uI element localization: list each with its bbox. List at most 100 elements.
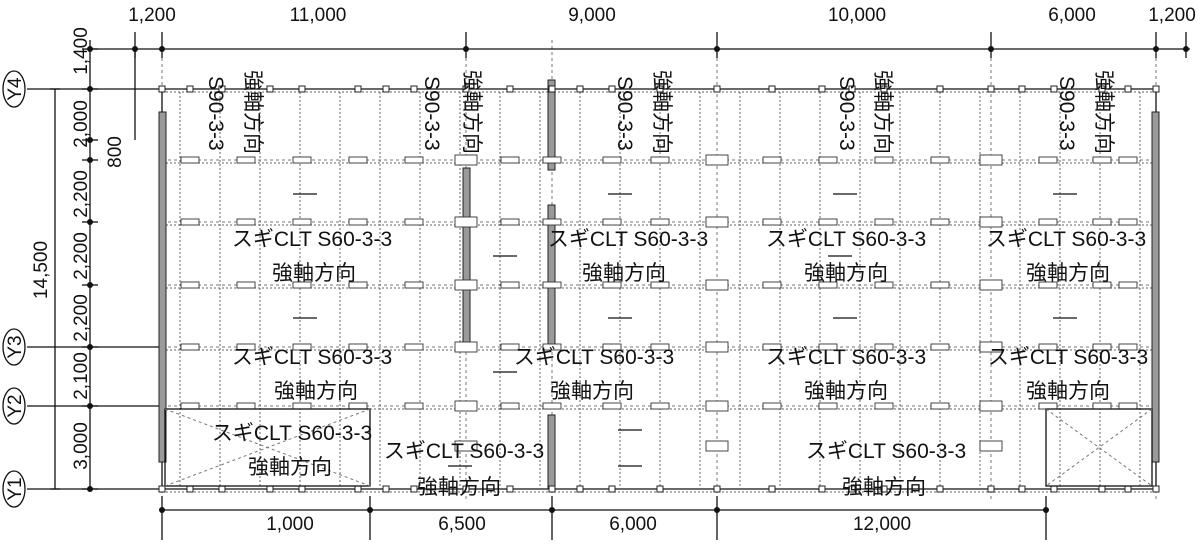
column-mark: [1152, 85, 1160, 93]
joint-plate: [930, 156, 950, 164]
upper-label-1-dir: 強軸方向: [241, 70, 264, 154]
joint-plate: [874, 281, 894, 289]
upper-label-2-dir: 強軸方向: [460, 70, 483, 154]
joint-plate: [762, 218, 782, 226]
panel-label-11-spec: スギCLT S60-3-3: [806, 440, 966, 463]
column-joint: [454, 341, 478, 353]
panel-label-4: スギCLT S60-3-3 強軸方向: [986, 228, 1146, 285]
panel-label-8-spec: スギCLT S60-3-3: [988, 346, 1148, 369]
column-joint: [979, 154, 1003, 166]
joint-plate: [762, 156, 782, 164]
column-joint: [454, 400, 478, 412]
bottom-dim-dot: [549, 507, 555, 513]
upper-label-4: S90-3-3 強軸方向: [835, 70, 894, 154]
column-joint: [705, 341, 729, 353]
left-dim-dot: [87, 344, 93, 350]
panel-label-10: スギCLT S60-3-3 強軸方向: [384, 440, 544, 499]
column-mark: [218, 485, 226, 493]
upper-label-3-spec: S90-3-3: [613, 76, 636, 151]
column-joint: [705, 440, 729, 452]
joint-plate: [602, 343, 622, 351]
structural-members: [158, 79, 1160, 493]
left-dim-1: 1,400: [71, 27, 92, 75]
void-right-x1: [1045, 408, 1153, 487]
joint-plate: [1092, 156, 1112, 164]
upper-label-2-spec: S90-3-3: [420, 76, 443, 151]
axis-y4: Y4: [2, 70, 26, 108]
column-mark: [818, 85, 826, 93]
column-mark: [1050, 485, 1058, 493]
column-mark: [880, 85, 888, 93]
top-dim-dot: [714, 46, 720, 52]
joint-plate: [292, 218, 312, 226]
column-mark: [848, 485, 856, 493]
column-mark: [1018, 85, 1026, 93]
upper-label-3: S90-3-3 強軸方向: [613, 70, 673, 154]
axis-y1: Y1: [2, 470, 26, 508]
wall-mid-d: [547, 414, 556, 490]
panel-label-5-dir: 強軸方向: [274, 380, 358, 403]
joint-plate: [500, 343, 520, 351]
joint-plate: [1118, 156, 1138, 164]
upper-label-1: S90-3-3 強軸方向: [204, 70, 264, 154]
column-mark: [382, 85, 390, 93]
column-joint: [979, 279, 1003, 291]
column-joint: [705, 154, 729, 166]
upper-label-5-dir: 強軸方向: [1092, 70, 1115, 154]
upper-label-3-dir: 強軸方向: [650, 70, 673, 154]
column-mark: [298, 85, 306, 93]
panel-label-3: スギCLT S60-3-3 強軸方向: [766, 228, 926, 285]
panel-label-2-dir: 強軸方向: [582, 262, 666, 285]
joint-plate: [650, 281, 670, 289]
axis-y2: Y2: [2, 387, 26, 425]
joint-plate: [348, 218, 368, 226]
void-left: [164, 408, 371, 487]
panel-label-7-dir: 強軸方向: [804, 380, 888, 403]
panel-label-2-spec: スギCLT S60-3-3: [548, 228, 708, 251]
joint-plate: [1092, 281, 1112, 289]
left-dim-3: 800: [105, 136, 126, 168]
column-mark: [1050, 85, 1058, 93]
upper-label-5-spec: S90-3-3: [1055, 76, 1078, 151]
left-dim-dot: [87, 137, 93, 143]
joint-plate: [930, 343, 950, 351]
joint-plate: [500, 402, 520, 410]
joint-plate: [542, 281, 562, 289]
joint-plate: [292, 343, 312, 351]
column-mark: [354, 485, 362, 493]
void-left-x2: [164, 408, 371, 487]
joint-plate: [650, 402, 670, 410]
joint-plate: [1038, 281, 1058, 289]
top-dim-5: 6,000: [1048, 5, 1096, 26]
joint-plate: [650, 156, 670, 164]
bottom-dim-dot: [1043, 507, 1049, 513]
column-mark: [1098, 485, 1106, 493]
joint-plate: [602, 156, 622, 164]
column-mark: [548, 85, 556, 93]
left-dim-dot: [87, 157, 93, 163]
top-dim-1: 1,200: [128, 5, 176, 26]
wall-mid-b: [547, 79, 556, 171]
joint-plate: [650, 343, 670, 351]
column-joint: [454, 279, 478, 291]
column-mark: [1098, 85, 1106, 93]
panel-label-11: スギCLT S60-3-3 強軸方向: [806, 440, 966, 499]
joint-plate: [1038, 402, 1058, 410]
joint-plate: [818, 281, 838, 289]
joint-plate: [602, 402, 622, 410]
panel-label-7: スギCLT S60-3-3 強軸方向: [766, 346, 926, 403]
panel-label-10-dir: 強軸方向: [417, 476, 501, 499]
joint-plate: [818, 156, 838, 164]
joint-plate: [542, 218, 562, 226]
column-mark: [987, 85, 995, 93]
joint-plate: [762, 343, 782, 351]
left-dim-dot: [87, 282, 93, 288]
joint-plate: [500, 281, 520, 289]
column-mark: [608, 485, 616, 493]
joint-plate: [1118, 218, 1138, 226]
axis-y1-label: Y1: [5, 477, 26, 500]
joint-plate: [180, 156, 200, 164]
bottom-dim-4: 12,000: [853, 514, 911, 535]
column-mark: [576, 85, 584, 93]
panel-label-1-spec: スギCLT S60-3-3: [232, 228, 392, 251]
